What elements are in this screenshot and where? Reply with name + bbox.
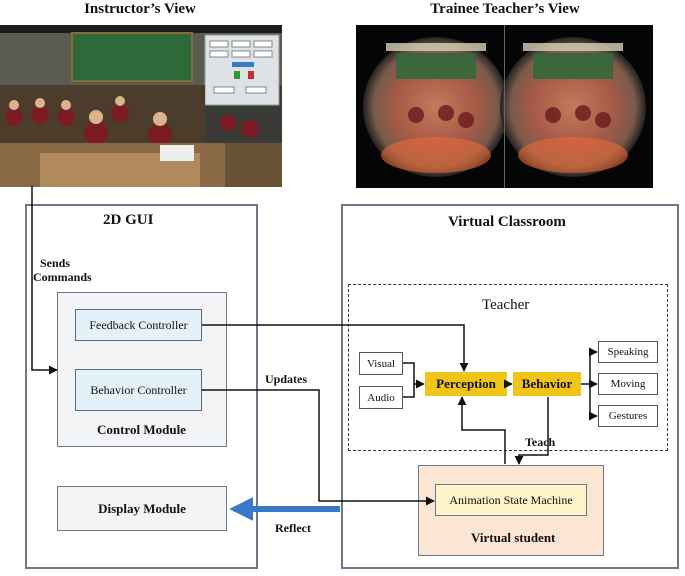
instructor-view-screenshot xyxy=(0,25,282,187)
moving-box[interactable]: Moving xyxy=(598,373,658,395)
display-module-label: Display Module xyxy=(98,500,186,516)
behavior-box[interactable]: Behavior xyxy=(513,372,581,396)
instructor-scene xyxy=(0,25,282,187)
instructor-view-title: Instructor’s View xyxy=(84,1,196,17)
gestures-box[interactable]: Gestures xyxy=(598,405,658,427)
teach-label: Teach xyxy=(525,435,556,449)
perception-box[interactable]: Perception xyxy=(425,372,507,396)
display-module-box[interactable]: Display Module xyxy=(57,486,227,531)
updates-label: Updates xyxy=(265,372,308,386)
reflect-label: Reflect xyxy=(275,521,311,535)
gui-title: 2D GUI xyxy=(103,212,154,228)
virtual-classroom-title: Virtual Classroom xyxy=(448,214,566,230)
visual-box[interactable]: Visual xyxy=(359,352,403,375)
behavior-controller-box[interactable]: Behavior Controller xyxy=(75,369,202,411)
commands-label: Commands xyxy=(33,270,92,284)
animation-state-machine-box[interactable]: Animation State Machine xyxy=(435,484,587,516)
control-module-label: Control Module xyxy=(97,422,186,437)
audio-box[interactable]: Audio xyxy=(359,386,403,409)
trainee-view-screenshot xyxy=(356,25,653,188)
virtual-student-label: Virtual student xyxy=(471,530,556,545)
trainee-view-title: Trainee Teacher’s View xyxy=(430,1,580,17)
vr-scene xyxy=(356,25,653,188)
speaking-box[interactable]: Speaking xyxy=(598,341,658,363)
teacher-label: Teacher xyxy=(482,297,530,313)
feedback-controller-box[interactable]: Feedback Controller xyxy=(75,309,202,341)
sends-label: Sends xyxy=(40,256,71,270)
sends-commands-label: Sends Commands xyxy=(33,256,92,284)
